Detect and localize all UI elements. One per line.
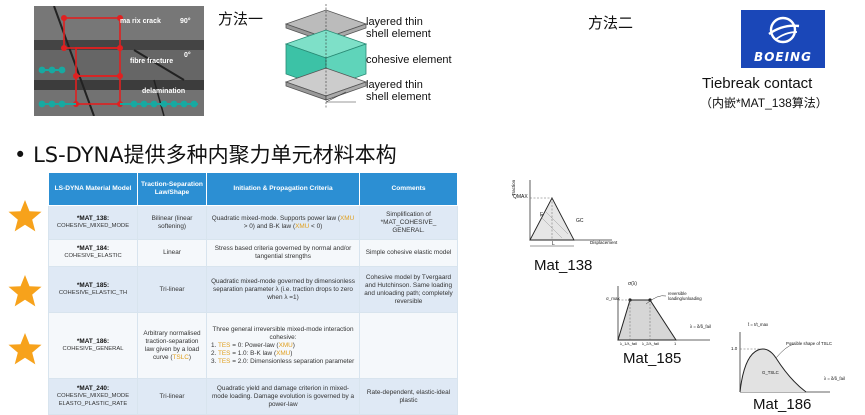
mat186-xend: λ = δ/δ_fail: [824, 376, 845, 381]
model-cell: *MAT_186:COHESIVE_GENERAL: [48, 312, 138, 379]
layer-top-label: layered thin shell element: [366, 16, 431, 40]
comment-cell: Rate-dependent, elastic-ideal plastic: [359, 378, 458, 415]
model-cell: *MAT_138:COHESIVE_MIXED_MODE: [48, 205, 138, 240]
mat186-area: G_TSLC: [762, 370, 779, 375]
criteria-cell: Quadratic mixed-mode governed by dimensi…: [206, 266, 360, 313]
mat185-xtick: λ_2/λ_fail: [642, 341, 659, 346]
law-cell: Tri-linear: [137, 266, 207, 313]
mat185-curve-note: reversible loading/unloading: [668, 291, 702, 301]
boeing-logo-mark: [768, 16, 800, 44]
layer-middle-label: cohesive element: [366, 54, 452, 66]
tiebreak-title: Tiebreak contact: [702, 75, 813, 92]
header-law: Traction-Separation Law/Shape: [137, 172, 207, 206]
law-cell: Bilinear (linear softening): [137, 205, 207, 240]
law-cell: Arbitrary normalised traction-separation…: [137, 312, 207, 379]
delamination-label: delamination: [142, 88, 186, 95]
comment-cell: Simplification of *MAT_COHESIVE_ GENERAL…: [359, 205, 458, 240]
table-header-row: LS-DYNA Material Model Traction-Separati…: [48, 172, 458, 206]
headline-text: LS-DYNA提供多种内聚力单元材料本构: [33, 143, 397, 167]
mat185-xend: λ = δ/δ_fail: [690, 324, 711, 329]
criteria-item: 1. TES = 0: Power-law (XMU): [211, 341, 295, 349]
comment-cell: Cohesive model by Tvergaard and Hutchins…: [359, 266, 458, 313]
star-icon: [8, 200, 42, 232]
table-row: *MAT_138:COHESIVE_MIXED_MODE Bilinear (l…: [48, 205, 458, 240]
tiebreak-note: （内嵌*MAT_138算法）: [700, 96, 828, 110]
criteria-cell: Quadratic yield and damage criterion in …: [206, 378, 360, 415]
mat186-note: Possible shape of TSLC: [786, 341, 833, 346]
table-row: *MAT_184:COHESIVE_ELASTIC Linear Stress …: [48, 239, 458, 267]
table-row: *MAT_186:COHESIVE_GENERAL Arbitrary norm…: [48, 312, 458, 379]
headline-bullet: •: [14, 143, 27, 167]
header-comments: Comments: [359, 172, 458, 206]
mat186-graph: [739, 332, 830, 393]
mat138-gc: GC: [576, 218, 584, 224]
comment-cell: Simple cohesive elastic model: [359, 239, 458, 267]
method-one-label: 方法一: [218, 10, 264, 28]
mat186-ylabel: t̄ = t/t_max: [748, 322, 769, 327]
angle-90-label: 90°: [180, 18, 191, 25]
criteria-cell: Stress based criteria governed by normal…: [206, 239, 360, 267]
angle-0-label: 0°: [184, 52, 191, 59]
mat138-qmax: QMAX: [513, 194, 528, 200]
mat185-label: Mat_185: [623, 350, 682, 367]
mat186-label: Mat_186: [753, 396, 812, 413]
headline: • LS-DYNA提供多种内聚力单元材料本构: [14, 139, 397, 169]
fibre-fracture-label: fibre fracture: [130, 58, 174, 65]
cohesive-layer-diagram: [284, 4, 368, 108]
mat186-ytick: 1.0: [731, 346, 738, 351]
mat138-label: Mat_138: [534, 257, 593, 274]
mat185-xtick: λ_1/λ_fail: [620, 341, 637, 346]
boeing-logo: BOEING: [741, 10, 825, 68]
model-cell: *MAT_184:COHESIVE_ELASTIC: [48, 239, 138, 267]
criteria-item: 3. TES = 2.0: Dimensionless separation p…: [211, 357, 355, 365]
mat185-xtick: 1: [674, 341, 677, 346]
layer-bottom-label: layered thin shell element: [366, 79, 431, 103]
mat138-graph: [529, 180, 612, 247]
boeing-logo-text: BOEING: [754, 50, 812, 64]
delamination-photo-drawing: [34, 6, 204, 116]
delamination-photo: ma rix crack 90° fibre fracture 0° delam…: [34, 6, 204, 116]
method-two-label: 方法二: [588, 14, 634, 32]
header-model: LS-DYNA Material Model: [48, 172, 138, 206]
comment-cell: [359, 312, 458, 379]
criteria-cell: Three general irreversible mixed-mode in…: [206, 312, 360, 379]
matrix-crack-label: ma rix crack: [120, 18, 161, 25]
model-cell: *MAT_185:COHESIVE_ELASTIC_TH: [48, 266, 138, 313]
criteria-item: 2. TES = 1.0: B-K law (XMU): [211, 349, 293, 357]
table-row: *MAT_185:COHESIVE_ELASTIC_TH Tri-linear …: [48, 266, 458, 313]
mat138-e: E: [540, 212, 544, 218]
star-icon: [8, 333, 42, 365]
star-icon: [8, 275, 42, 307]
table-row: *MAT_240:COHESIVE_MIXED_MODE ELASTO_PLAS…: [48, 378, 458, 415]
header-criteria: Initiation & Propagation Criteria: [206, 172, 360, 206]
material-table: LS-DYNA Material Model Traction-Separati…: [48, 172, 458, 415]
law-cell: Tri-linear: [137, 378, 207, 415]
criteria-cell: Quadratic mixed-mode. Supports power law…: [206, 205, 360, 240]
mat185-graph: [617, 286, 710, 341]
model-cell: *MAT_240:COHESIVE_MIXED_MODE ELASTO_PLAS…: [48, 378, 138, 415]
mat185-ylabel: σ(λ): [628, 281, 637, 287]
mat185-max: σ_max: [606, 296, 620, 301]
mat138-l: L: [552, 241, 555, 247]
mat138-xlabel: Displacement: [590, 240, 618, 245]
law-cell: Linear: [137, 239, 207, 267]
